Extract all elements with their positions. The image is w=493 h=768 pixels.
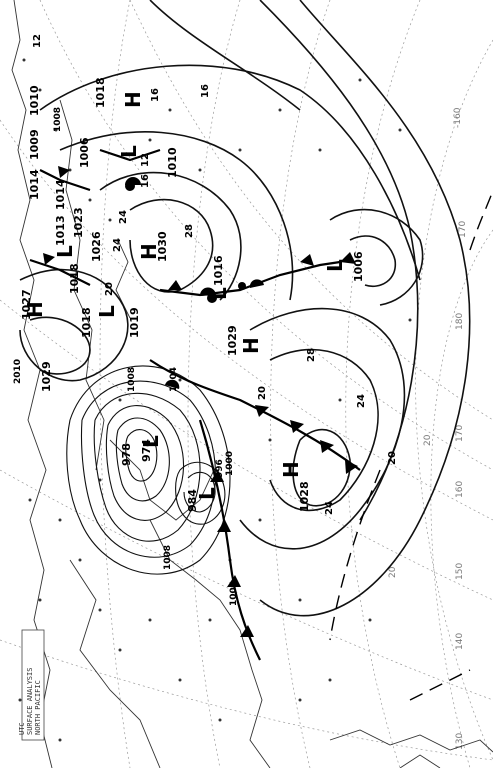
pressure-label: 1008 [163, 545, 173, 570]
pressure-label: 1010 [166, 147, 179, 178]
pressure-label: 1026 [90, 231, 103, 262]
grid-label: 20 [423, 434, 433, 446]
isobar-value: 16 [140, 174, 151, 188]
low-center: L [139, 435, 163, 448]
year-label: 2010 [13, 359, 23, 384]
pressure-label: 1013 [54, 215, 67, 246]
pressure-label: 1006 [352, 251, 365, 282]
pressure-label: 1023 [72, 207, 85, 238]
pressure-label: 1027 [20, 289, 33, 320]
pressure-label: 1009 [28, 129, 41, 160]
high-center: H [279, 461, 303, 478]
isobar-value: 12 [32, 34, 43, 48]
isobar-value-labels: 16 16 12 12 16 20 24 28 24 20 28 24 20 2… [32, 34, 398, 515]
isobar-value: 16 [200, 84, 211, 98]
pressure-label: 1004 [169, 367, 179, 392]
grid-label: 160 [455, 481, 465, 498]
pressure-label: 1004 [229, 581, 239, 606]
grid-label: 150 [455, 563, 465, 580]
isobar-value: 20 [104, 282, 115, 296]
isobar-value: 16 [150, 88, 161, 102]
coastlines [11, 0, 493, 768]
pressure-label: 1006 [78, 137, 91, 168]
grid-label: 130 [455, 733, 465, 750]
high-center: H [23, 301, 47, 318]
pressure-label: 1018 [68, 263, 81, 294]
pressure-label: 1018 [80, 307, 93, 338]
high-center: H [239, 337, 263, 354]
low-center: L [95, 305, 119, 318]
isobar-value: 28 [306, 348, 317, 362]
pressure-label: 1019 [128, 307, 141, 338]
grid-label: 170 [455, 425, 465, 442]
isobar-value: 24 [112, 238, 123, 252]
pressure-label: 974 [140, 439, 153, 462]
front-junction-marker [207, 293, 217, 303]
pressure-centers: H H H H H L L L L L L L [23, 91, 347, 500]
grid-label: 180 [455, 313, 465, 330]
fronts [29, 148, 361, 661]
grid-label: 140 [455, 633, 465, 650]
pressure-label: 1018 [94, 77, 107, 108]
pressure-label: 1008 [53, 107, 63, 132]
pressure-label: 1014 [28, 169, 41, 200]
low-center: L [53, 245, 77, 258]
low-center: L [117, 145, 141, 158]
pressure-label: 1008 [127, 367, 137, 392]
low-center: L [195, 487, 219, 500]
isobar-value: 28 [184, 224, 195, 238]
isobar-value: 20 [387, 451, 398, 465]
pressure-label: 978 [120, 443, 133, 466]
pressure-label: 1029 [226, 325, 239, 356]
pressure-label: 1010 [28, 85, 41, 116]
pressure-label: 984 [186, 489, 199, 512]
pressure-label: 1029 [40, 361, 53, 392]
isobar-value: 24 [356, 394, 367, 408]
title-line: SURFACE ANALYSIS [26, 668, 34, 735]
pressure-label: 1000 [225, 451, 235, 476]
dashed-lines [329, 189, 493, 701]
low-center: L [323, 259, 347, 272]
isobar-value: 24 [118, 210, 129, 224]
title-line: NORTH PACIFIC [34, 680, 42, 735]
high-center: H [137, 243, 161, 260]
front-junction-marker [125, 181, 135, 191]
pressure-label: 1014 [54, 179, 67, 210]
high-center: H [121, 91, 145, 108]
pressure-label: 1030 [156, 231, 169, 262]
pressure-label: 1028 [298, 481, 311, 512]
grid-labels: -160 170 180 170 160 150 140 130 20 20 [388, 107, 468, 750]
grid-label: 20 [388, 566, 398, 578]
front-junction-marker [238, 282, 246, 290]
isobar-value: 12 [140, 153, 151, 167]
title-block: SURFACE ANALYSIS NORTH PACIFIC UTC [18, 629, 45, 741]
title-line: UTC [18, 722, 26, 735]
pressure-label: 996 [215, 459, 225, 478]
pressure-label: 1016 [212, 255, 225, 286]
isobar-value: 20 [257, 386, 268, 400]
grid-label: -160 [453, 107, 463, 128]
grid-label: 170 [458, 221, 468, 238]
pressure-labels: 1018 1010 1009 1008 1014 1006 1014 1013 … [20, 77, 365, 606]
isobar-value: 24 [324, 501, 335, 515]
